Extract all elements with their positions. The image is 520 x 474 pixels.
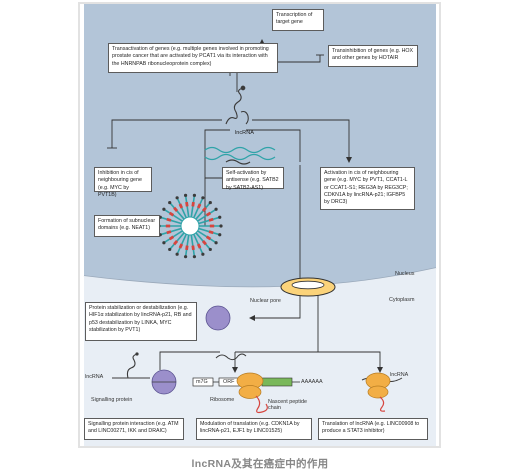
paraspeckle-tip <box>219 224 223 228</box>
figure-caption: lncRNA及其在癌症中的作用 <box>191 458 329 470</box>
paraspeckle-protein <box>173 240 179 246</box>
paraspeckle-protein <box>208 217 214 222</box>
paraspeckle-tip <box>218 215 222 219</box>
label-cytoplasm: Cytoplasm <box>389 297 415 303</box>
paraspeckle-protein <box>201 240 207 246</box>
lncrna-central-icon <box>225 85 249 125</box>
paraspeckle-protein <box>205 235 212 241</box>
paraspeckle-spoke <box>193 198 204 219</box>
paraspeckle-tip <box>183 255 188 259</box>
paraspeckle-protein <box>205 211 212 217</box>
paraspeckle-protein <box>166 230 172 235</box>
paraspeckle-protein <box>168 211 175 217</box>
paraspeckle-protein <box>168 235 175 241</box>
label-m7g: m7G <box>196 379 208 385</box>
box-transinhibition: Transinhibition of genes (e.g. HOX and o… <box>328 45 418 67</box>
label-nucleus: Nucleus <box>395 271 415 277</box>
box-transcription: Transcription of target gene <box>272 9 324 31</box>
paraspeckle-protein <box>196 243 202 249</box>
paraspeckle-icon <box>157 193 223 259</box>
paraspeckle-tip <box>208 200 212 205</box>
paraspeckle-tip <box>175 196 179 200</box>
lncrna-translation-icon <box>361 372 403 412</box>
paraspeckle-tip <box>214 207 218 211</box>
paraspeckle-spoke <box>160 216 182 225</box>
label-ribosome: Ribosome <box>210 397 235 403</box>
paraspeckle-spoke <box>190 234 196 256</box>
paraspeckle-protein <box>209 224 215 228</box>
box-translation-modulation: Modulation of translation (e.g. CDKN1A b… <box>196 418 312 440</box>
paraspeckle-spoke <box>195 232 211 250</box>
paraspeckle-tip <box>201 196 205 200</box>
dna-strands-icon <box>204 146 276 165</box>
label-nascent-chain: Nascent peptide chain <box>268 399 307 412</box>
paraspeckle-protein <box>191 201 195 207</box>
paraspeckle-spoke <box>169 202 185 220</box>
paraspeckle-tip <box>208 247 212 252</box>
paraspeckle-tip <box>162 207 166 211</box>
nuclear-pore-icon <box>280 277 336 297</box>
paraspeckle-tip <box>201 252 205 256</box>
label-polya: AAAAAA <box>301 379 323 385</box>
paraspeckle-spoke <box>195 202 211 220</box>
paraspeckle-spoke <box>193 233 204 254</box>
paraspeckle-spoke <box>184 196 190 218</box>
paraspeckle-tip <box>192 193 197 197</box>
label-lncrna-center: lncRNA <box>235 130 254 136</box>
box-signalling: Signalling protein interaction (e.g. ATM… <box>84 418 184 440</box>
paraspeckle-spoke <box>169 232 185 250</box>
box-protein-stabilization: Protein stabilization or destabilization… <box>85 302 197 341</box>
paraspeckle-spoke <box>160 227 182 236</box>
paraspeckle-spoke <box>176 198 187 219</box>
paraspeckle-tip <box>214 241 218 245</box>
paraspeckle-protein <box>191 245 195 251</box>
paraspeckle-tip <box>168 247 172 252</box>
label-lncrna-right: lncRNA <box>390 372 409 378</box>
paraspeckle-protein <box>208 230 214 235</box>
paraspeckle-protein <box>166 217 172 222</box>
paraspeckle-tip <box>218 233 222 237</box>
purple-protein-icon <box>205 305 231 331</box>
paraspeckle-protein <box>165 224 171 228</box>
paraspeckle-spoke <box>176 233 187 254</box>
paraspeckle-spoke <box>164 230 183 243</box>
paraspeckle-spoke <box>198 216 220 225</box>
label-lncrna-left: lncRNA <box>85 374 104 380</box>
box-subnuclear: Formation of subnuclear domains (e.g. NE… <box>94 215 160 237</box>
paraspeckle-core <box>180 216 200 236</box>
paraspeckle-protein <box>173 206 179 212</box>
translation-modulation-icon <box>192 353 300 414</box>
box-transactivation: Transactivation of genes (e.g. multiple … <box>108 43 278 73</box>
label-nuclear-pore: Nuclear pore <box>250 298 281 304</box>
box-self-activation: Self-activation by antisense (e.g. SATB2… <box>222 167 284 191</box>
box-activation-cis: Activation in cis of neighbouring gene (… <box>320 167 415 210</box>
paraspeckle-protein <box>201 206 207 212</box>
paraspeckle-protein <box>178 243 184 249</box>
label-signalling-protein: Signalling protein <box>91 397 133 403</box>
paraspeckle-tip <box>192 255 197 259</box>
paraspeckle-protein <box>196 203 202 209</box>
nucleus-region <box>84 4 436 288</box>
paraspeckle-spoke <box>197 230 216 243</box>
paraspeckle-spoke <box>164 209 183 222</box>
paraspeckle-protein <box>178 203 184 209</box>
paraspeckle-spoke <box>184 234 190 256</box>
box-inhibition-cis: Inhibition in cis of neighbouring gene (… <box>94 167 152 198</box>
paraspeckle-protein <box>185 245 189 251</box>
signalling-complex-icon <box>112 352 177 395</box>
paraspeckle-tip <box>168 200 172 205</box>
box-translation-lncrna: Translation of lncRNA (e.g. LINC00908 to… <box>318 418 428 440</box>
nuclear-envelope <box>83 267 437 289</box>
paraspeckle-spoke <box>197 209 216 222</box>
label-orf: ORF <box>223 379 235 385</box>
paraspeckle-tip <box>162 241 166 245</box>
paraspeckle-protein <box>185 201 189 207</box>
paraspeckle-spoke <box>190 196 196 218</box>
paraspeckle-tip <box>175 252 179 256</box>
paraspeckle-tip <box>183 193 188 197</box>
paraspeckle-spoke <box>198 227 220 236</box>
